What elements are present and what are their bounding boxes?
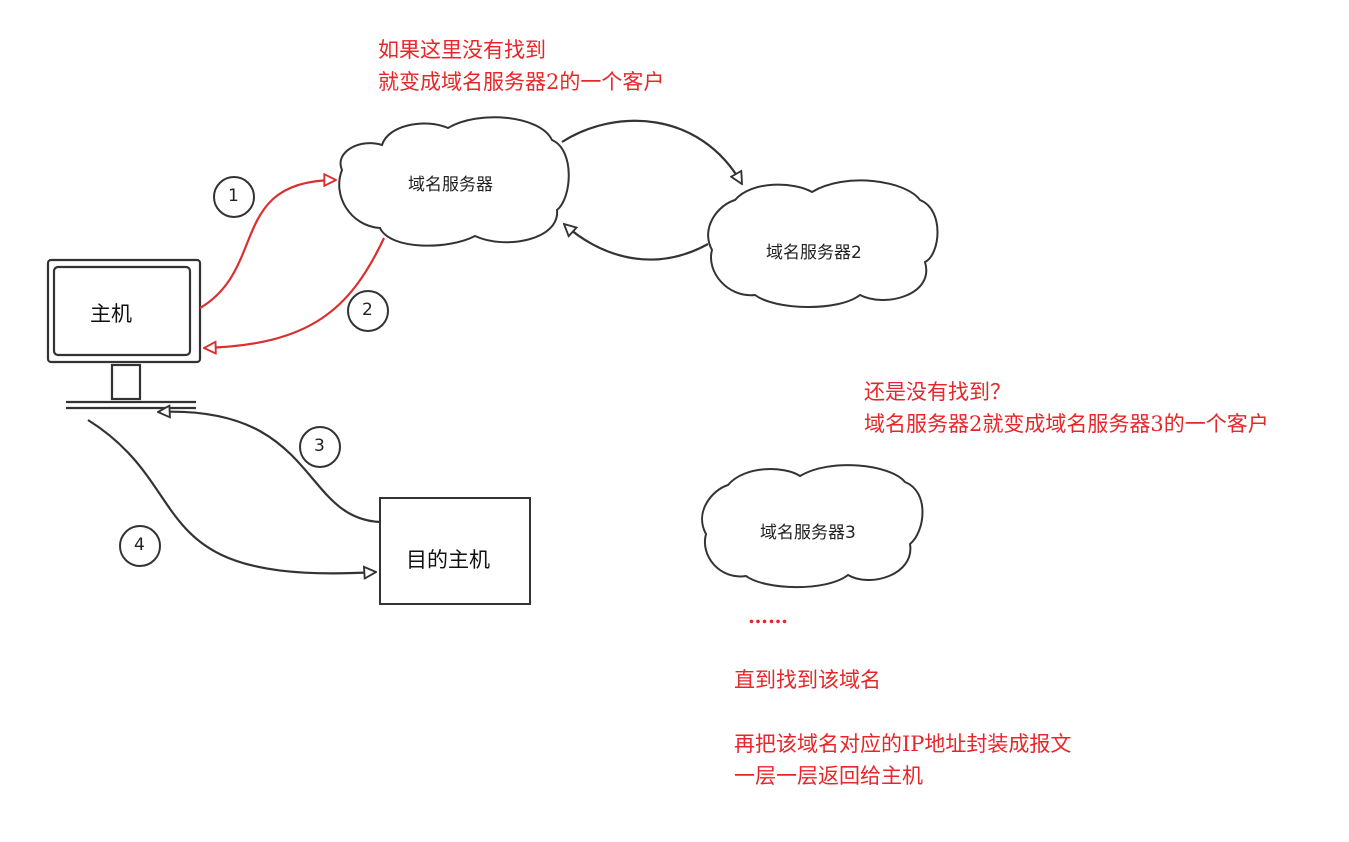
step-4-circle (119, 525, 161, 567)
dns-server-1-cloud (338, 116, 570, 247)
note-mid-line-2: 域名服务器2就变成域名服务器3的一个客户 (864, 412, 1269, 436)
step-4-label: 4 (134, 535, 145, 555)
arrow-step-1 (199, 180, 336, 309)
dns-server-3-cloud (701, 464, 924, 589)
dest-host-label: 目的主机 (406, 548, 490, 572)
step-2-circle (347, 290, 389, 332)
host-computer-icon (46, 258, 202, 410)
note-bottom-line-2: 再把该域名对应的IP地址封装成报文 (734, 732, 1072, 756)
arrow-step-3 (158, 412, 381, 524)
dns-server-2-cloud (707, 179, 939, 308)
note-bottom-line-1: 直到找到该域名 (734, 668, 881, 692)
step-1-label: 1 (228, 186, 239, 206)
step-3-label: 3 (314, 436, 325, 456)
step-1-circle (213, 176, 255, 218)
dns-server-2-label: 域名服务器2 (766, 243, 862, 263)
host-label: 主机 (90, 302, 132, 326)
dns-server-1-label: 域名服务器 (408, 175, 493, 195)
ellipsis-dots: …… (748, 604, 788, 628)
dns-server-3-label: 域名服务器3 (760, 523, 856, 543)
step-2-label: 2 (362, 300, 373, 320)
arrow-dns2-to-dns1 (564, 224, 709, 261)
note-top-line-1: 如果这里没有找到 (378, 38, 546, 62)
note-top-line-2: 就变成域名服务器2的一个客户 (378, 70, 665, 94)
note-bottom-line-3: 一层一层返回给主机 (734, 764, 923, 788)
step-3-circle (299, 426, 341, 468)
arrow-dns1-to-dns2 (561, 119, 742, 184)
arrow-step-4 (87, 419, 376, 573)
dest-host-box (379, 497, 531, 605)
arrow-step-2 (204, 237, 385, 348)
note-mid-line-1: 还是没有找到？ (864, 380, 1011, 404)
